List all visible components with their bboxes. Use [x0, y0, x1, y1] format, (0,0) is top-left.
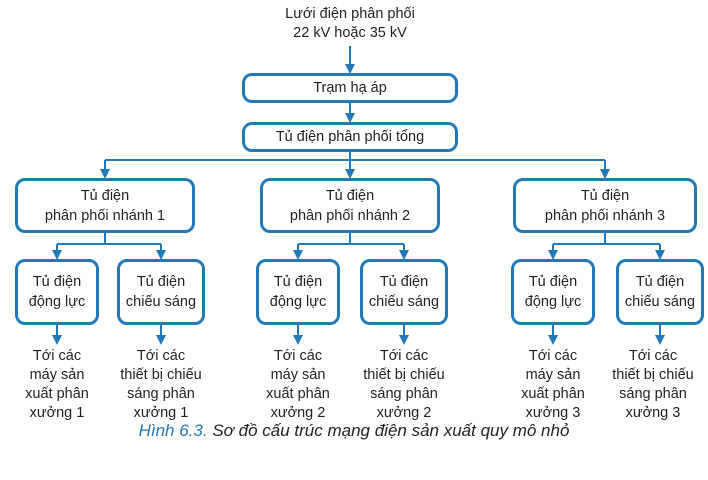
power-target-3-line-4: xưởng 3	[525, 405, 581, 421]
lighting-target-2-line-2: thiết bị chiếu	[363, 367, 445, 383]
lighting-cabinet-3: Tủ điện chiếu sáng	[616, 259, 704, 325]
power-target-1-line-2: máy sản	[29, 367, 85, 383]
lighting-target-1: Tới các thiết bị chiếu sáng phân xưởng 1	[106, 347, 216, 423]
lighting-cabinet-3-line-1: Tủ điện	[635, 274, 685, 290]
branch-cabinet-3-line-2: phân phối nhánh 3	[544, 207, 666, 224]
branch-cabinet-2: Tủ điện phân phối nhánh 2	[260, 178, 440, 233]
main-cabinet-label: Tủ điện phân phối tổng	[275, 129, 425, 145]
lighting-target-1-line-2: thiết bị chiếu	[120, 367, 202, 383]
power-cabinet-2-line-1: Tủ điện	[273, 274, 323, 290]
branch-cabinet-2-line-1: Tủ điện	[325, 187, 375, 204]
lighting-target-2-line-3: sáng phân	[370, 386, 438, 402]
lighting-target-3-line-1: Tới các	[628, 348, 678, 364]
power-target-1-line-3: xuất phân	[25, 386, 89, 402]
lighting-cabinet-1-line-1: Tủ điện	[136, 274, 186, 290]
figure-caption-text: Sơ đồ cấu trúc mạng điện sản xuất quy mô…	[212, 421, 570, 440]
lighting-target-1-line-1: Tới các	[136, 348, 186, 364]
lighting-target-2-line-1: Tới các	[379, 348, 429, 364]
power-target-3-line-2: máy sản	[525, 367, 581, 383]
lighting-cabinet-3-line-2: chiếu sáng	[624, 294, 696, 310]
power-target-1-line-1: Tới các	[32, 348, 82, 364]
power-target-2-line-2: máy sản	[270, 367, 326, 383]
lighting-target-3-line-2: thiết bị chiếu	[612, 367, 694, 383]
lighting-cabinet-1: Tủ điện chiếu sáng	[117, 259, 205, 325]
branch-cabinet-3: Tủ điện phân phối nhánh 3	[513, 178, 697, 233]
power-target-3-line-1: Tới các	[528, 348, 578, 364]
power-target-3-line-3: xuất phân	[521, 386, 585, 402]
power-target-2-line-3: xuất phân	[266, 386, 330, 402]
figure-caption: Hình 6.3. Sơ đồ cấu trúc mạng điện sản x…	[0, 421, 708, 441]
power-cabinet-1-line-2: động lực	[28, 294, 86, 310]
power-cabinet-1-line-1: Tủ điện	[32, 274, 82, 290]
power-cabinet-3-line-2: động lực	[524, 294, 582, 310]
lighting-target-3: Tới các thiết bị chiếu sáng phân xưởng 3	[600, 347, 706, 423]
substation-label: Trạm hạ áp	[313, 80, 387, 96]
lighting-target-3-line-4: xưởng 3	[625, 405, 681, 421]
power-cabinet-2: Tủ điện động lực	[256, 259, 340, 325]
branch-cabinet-1: Tủ điện phân phối nhánh 1	[15, 178, 195, 233]
power-target-2-line-4: xưởng 2	[270, 405, 326, 421]
source-line-2: 22 kV hoặc 35 kV	[293, 25, 407, 41]
power-target-1: Tới các máy sản xuất phân xưởng 1	[7, 347, 107, 423]
lighting-cabinet-2-line-2: chiếu sáng	[368, 294, 440, 310]
figure-number: Hình 6.3.	[138, 421, 208, 440]
branch-cabinet-2-line-2: phân phối nhánh 2	[289, 207, 411, 224]
lighting-cabinet-2-line-1: Tủ điện	[379, 274, 429, 290]
lighting-target-1-line-3: sáng phân	[127, 386, 195, 402]
power-cabinet-1: Tủ điện động lực	[15, 259, 99, 325]
branch-cabinet-1-line-2: phân phối nhánh 1	[44, 207, 166, 224]
power-target-2: Tới các máy sản xuất phân xưởng 2	[248, 347, 348, 423]
power-cabinet-3-line-1: Tủ điện	[528, 274, 578, 290]
power-target-3: Tới các máy sản xuất phân xưởng 3	[503, 347, 603, 423]
lighting-target-2: Tới các thiết bị chiếu sáng phân xưởng 2	[349, 347, 459, 423]
power-cabinet-3: Tủ điện động lực	[511, 259, 595, 325]
lighting-target-1-line-4: xưởng 1	[133, 405, 189, 421]
power-cabinet-2-line-2: động lực	[269, 294, 327, 310]
source-grid-label: Lưới điện phân phối 22 kV hoặc 35 kV	[250, 5, 450, 43]
source-line-1: Lưới điện phân phối	[285, 6, 415, 22]
power-target-1-line-4: xưởng 1	[29, 405, 85, 421]
branch-cabinet-1-line-1: Tủ điện	[80, 187, 130, 204]
main-cabinet-box: Tủ điện phân phối tổng	[242, 122, 458, 152]
lighting-target-2-line-4: xưởng 2	[376, 405, 432, 421]
branch-cabinet-3-line-1: Tủ điện	[580, 187, 630, 204]
lighting-target-3-line-3: sáng phân	[619, 386, 687, 402]
lighting-cabinet-1-line-2: chiếu sáng	[125, 294, 197, 310]
power-target-2-line-1: Tới các	[273, 348, 323, 364]
substation-box: Trạm hạ áp	[242, 73, 458, 103]
lighting-cabinet-2: Tủ điện chiếu sáng	[360, 259, 448, 325]
